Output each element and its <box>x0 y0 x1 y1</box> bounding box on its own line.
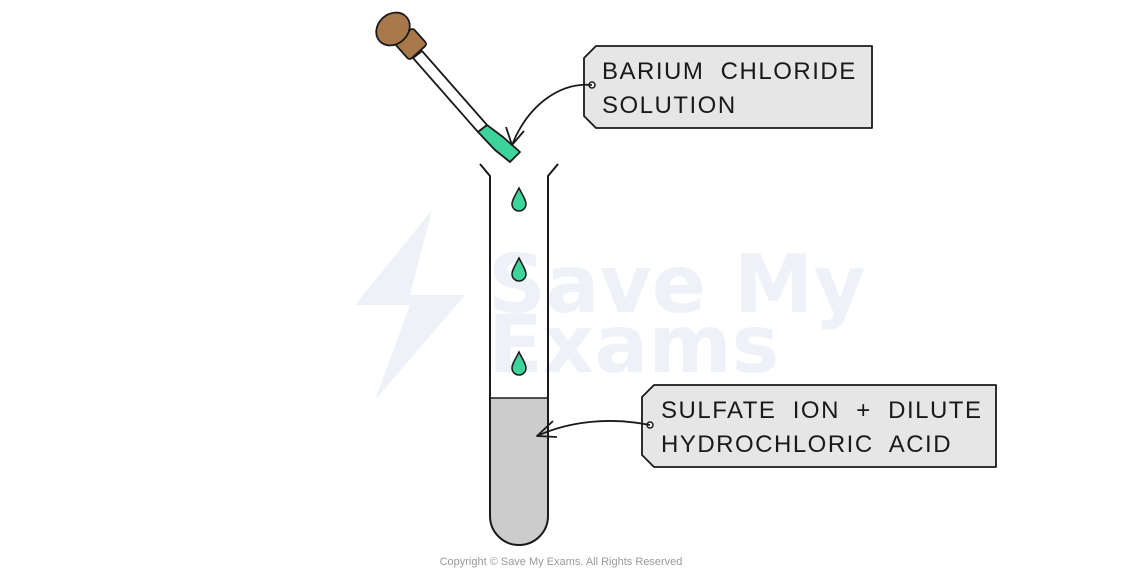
sample-label-line2: HYDROCHLORIC ACID <box>661 431 952 458</box>
watermark-line1: Save My <box>488 238 866 331</box>
sample-label-line1: SULFATE ION + DILUTE <box>661 397 982 424</box>
pipette-liquid <box>477 124 521 163</box>
arrow-head <box>505 126 525 146</box>
tube-liquid <box>490 398 548 545</box>
watermark: Save My Exams <box>355 210 866 400</box>
droplet-icon <box>511 256 527 282</box>
droplet-icon <box>511 350 527 376</box>
pointer-arrow <box>536 420 651 437</box>
reagent-label: BARIUM CHLORIDE SOLUTION <box>505 45 873 146</box>
watermark-line2: Exams <box>488 298 779 391</box>
pointer-arrow <box>511 83 593 146</box>
pipette-icon <box>375 11 521 163</box>
reagent-label-line2: SOLUTION <box>602 92 737 119</box>
test-tube <box>479 163 559 546</box>
label-box <box>641 384 997 468</box>
tube-outline <box>479 163 559 546</box>
label-box <box>583 45 873 129</box>
pipette-bulb <box>375 11 411 47</box>
arrow-head <box>536 420 558 438</box>
copyright-notice: Copyright © Save My Exams. All Rights Re… <box>440 556 683 568</box>
pipette-glass <box>412 50 488 133</box>
drops <box>511 186 527 376</box>
lightning-bolt-icon <box>355 210 465 400</box>
reagent-label-line1: BARIUM CHLORIDE <box>602 58 857 85</box>
droplet-icon <box>511 186 527 212</box>
sample-label: SULFATE ION + DILUTE HYDROCHLORIC ACID <box>536 384 997 468</box>
